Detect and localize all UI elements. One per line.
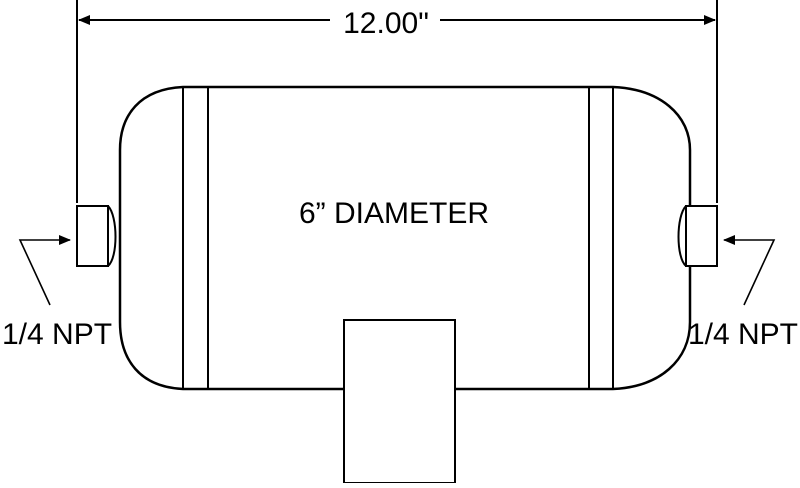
right-port-leader: 1/4 NPT — [688, 235, 798, 351]
bottom-port-block — [343, 319, 456, 484]
right-port-label: 1/4 NPT — [688, 318, 798, 351]
left-port — [76, 205, 117, 267]
right-port-boss — [677, 205, 687, 267]
right-port — [677, 205, 718, 267]
right-leader-line — [723, 235, 776, 306]
left-port-boss — [107, 205, 117, 267]
left-port-label: 1/4 NPT — [2, 318, 112, 351]
left-port-fitting — [76, 205, 109, 267]
right-port-fitting — [685, 205, 718, 267]
diameter-label: 6” DIAMETER — [299, 197, 489, 230]
length-dimension: 12.00" — [76, 0, 718, 203]
overall-length-label: 12.00" — [343, 7, 429, 40]
left-leader-line — [18, 235, 71, 306]
left-port-leader: 1/4 NPT — [2, 235, 112, 351]
tank-body: 6” DIAMETER — [118, 85, 692, 391]
